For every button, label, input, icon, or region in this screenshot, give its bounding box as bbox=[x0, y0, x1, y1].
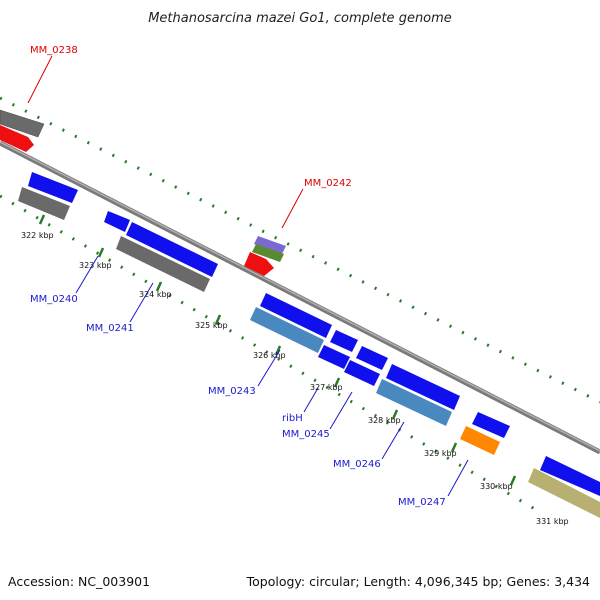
gene-khaki-0[interactable] bbox=[528, 468, 600, 518]
gene-gray-1[interactable] bbox=[18, 187, 70, 220]
gene-blue-10[interactable] bbox=[472, 412, 510, 438]
gene-label-mm0243[interactable]: MM_0243 bbox=[208, 386, 256, 397]
tick-label-324: 324 kbp bbox=[139, 290, 172, 299]
gene-label-mm0238[interactable]: MM_0238 bbox=[30, 45, 78, 56]
gene-label-mm0242[interactable]: MM_0242 bbox=[304, 178, 352, 189]
gene-blue-7[interactable] bbox=[318, 345, 350, 369]
gene-blue-1[interactable] bbox=[28, 172, 78, 203]
gene-blue-11[interactable] bbox=[540, 456, 600, 496]
gene-blue-9[interactable] bbox=[386, 364, 460, 410]
gene-gray-2[interactable] bbox=[116, 236, 210, 292]
map-title: Methanosarcina mazei Go1, complete genom… bbox=[148, 11, 452, 26]
gene-red-0[interactable] bbox=[0, 125, 34, 152]
tick-label-330: 330 kbp bbox=[480, 482, 513, 491]
gene-gray-0[interactable] bbox=[0, 109, 45, 138]
topology-text: Topology: circular; Length: 4,096,345 bp… bbox=[246, 574, 590, 589]
gene-green-0[interactable] bbox=[252, 244, 284, 262]
gene-blue-5[interactable] bbox=[330, 330, 358, 352]
tick-label-327: 327 kbp bbox=[310, 383, 343, 392]
outer-dotted-ring bbox=[0, 96, 600, 404]
gene-label-mm0240[interactable]: MM_0240 bbox=[30, 294, 78, 305]
accession-text: Accession: NC_003901 bbox=[8, 574, 150, 589]
gene-label-mm0241[interactable]: MM_0241 bbox=[86, 323, 134, 334]
gene-purple-0[interactable] bbox=[254, 236, 286, 254]
gene-steel-1[interactable] bbox=[376, 379, 452, 426]
gene-blue-3[interactable] bbox=[126, 222, 218, 277]
kbp-tick-marks bbox=[38, 214, 517, 486]
gene-label-mm0246[interactable]: MM_0246 bbox=[333, 459, 381, 470]
gene-steel-0[interactable] bbox=[250, 307, 324, 353]
gene-blue-6[interactable] bbox=[356, 346, 388, 370]
gene-label-mm0245[interactable]: MM_0245 bbox=[282, 429, 330, 440]
tick-label-322: 322 kbp bbox=[21, 231, 54, 240]
tick-label-328: 328 kbp bbox=[368, 416, 401, 425]
tick-label-323: 323 kbp bbox=[79, 261, 112, 270]
gene-label-ribh[interactable]: ribH bbox=[282, 413, 303, 424]
tick-label-329: 329 kbp bbox=[424, 449, 457, 458]
backbone bbox=[0, 140, 600, 455]
tick-label-331: 331 kbp bbox=[536, 517, 569, 526]
gene-red-1[interactable] bbox=[244, 252, 274, 276]
gene-blue-2[interactable] bbox=[104, 211, 130, 232]
gene-label-mm0247[interactable]: MM_0247 bbox=[398, 497, 446, 508]
gene-orange-0[interactable] bbox=[460, 426, 500, 455]
label-leader-lines bbox=[27, 55, 469, 497]
tick-label-326: 326 kbp bbox=[253, 351, 286, 360]
gene-blue-4[interactable] bbox=[260, 293, 332, 338]
gene-blue-8[interactable] bbox=[344, 360, 380, 386]
tick-label-325: 325 kbp bbox=[195, 321, 228, 330]
